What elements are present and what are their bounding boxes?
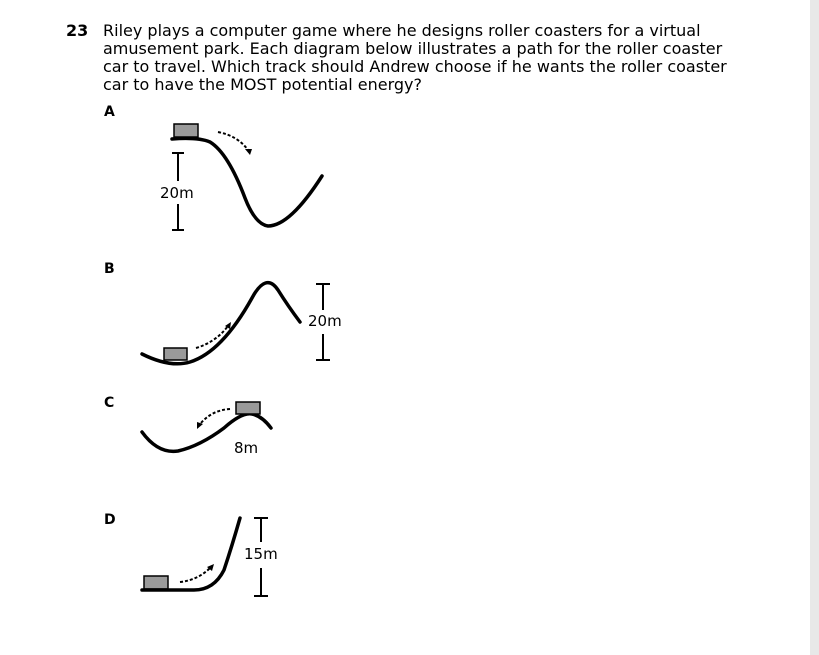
option-c-label: C — [104, 395, 115, 411]
question-number: 23 — [66, 21, 89, 40]
motion-arrow — [199, 408, 231, 425]
coaster-car — [173, 123, 199, 138]
motion-arrowhead — [225, 322, 231, 329]
scrollbar[interactable] — [810, 0, 819, 655]
question-text: Riley plays a computer game where he des… — [103, 21, 727, 94]
height-label: 8m — [234, 439, 258, 457]
option-a-diagram: 20m — [160, 123, 324, 231]
height-label: 20m — [160, 184, 194, 202]
option-d-diagram: 15m — [140, 516, 278, 597]
option-c-diagram: 8m — [140, 401, 273, 457]
coaster-car — [143, 575, 169, 590]
motion-arrowhead — [207, 564, 214, 571]
option-b-label: B — [104, 261, 115, 277]
motion-arrow — [179, 567, 211, 583]
coaster-car — [163, 347, 188, 361]
option-d-label: D — [104, 512, 116, 528]
track-c — [140, 412, 273, 454]
motion-arrow — [195, 325, 229, 349]
track-a — [170, 136, 324, 228]
track-d — [140, 516, 242, 592]
option-b-diagram: 20m — [140, 280, 342, 366]
motion-arrowhead — [197, 422, 203, 429]
track-b — [140, 280, 302, 366]
option-a-label: A — [104, 104, 115, 120]
motion-arrowhead — [245, 149, 252, 155]
height-label: 15m — [244, 545, 278, 563]
motion-arrow — [217, 131, 249, 151]
coaster-car — [235, 401, 261, 415]
height-label: 20m — [308, 312, 342, 330]
